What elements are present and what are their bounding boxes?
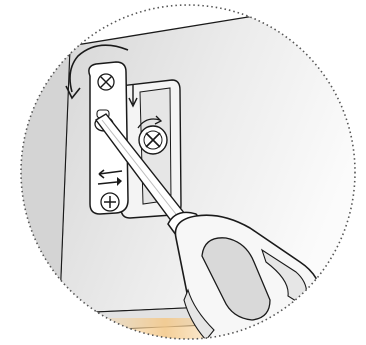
bottom-screw bbox=[101, 193, 119, 211]
top-screw bbox=[98, 74, 114, 90]
